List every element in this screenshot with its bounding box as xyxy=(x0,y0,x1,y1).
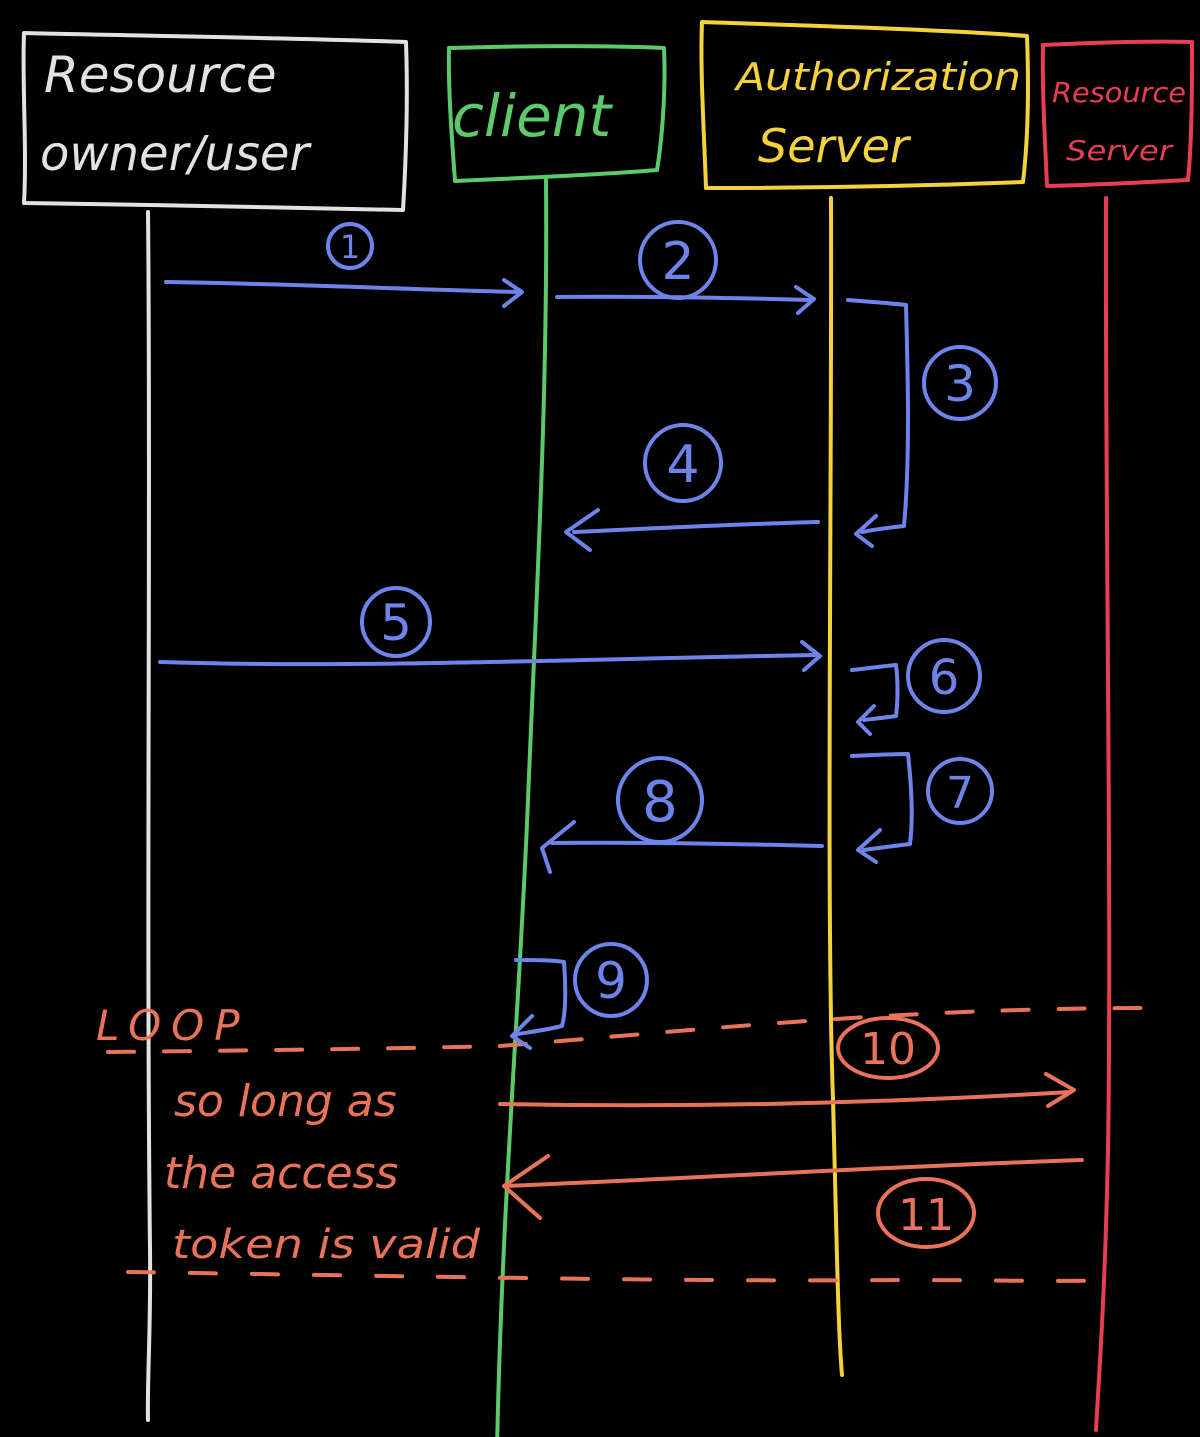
step-3-number: 3 xyxy=(944,355,976,413)
step-4-marker xyxy=(643,423,723,503)
step-7-arrowhead xyxy=(856,828,882,864)
step-5-arrow xyxy=(158,653,817,667)
step-9-number: 9 xyxy=(595,952,627,1010)
step-1-number: 1 xyxy=(340,228,360,266)
step-6-arrowhead xyxy=(856,704,876,736)
step-9-arrowhead xyxy=(510,1014,534,1050)
loop-fragment: LOOP so long as the access token is vali… xyxy=(96,1001,1154,1283)
step-4-number: 4 xyxy=(666,435,699,495)
step-8-number: 8 xyxy=(642,770,678,835)
participant-label-line-2: owner/user xyxy=(40,126,312,182)
step-3-arrowhead xyxy=(854,514,878,548)
step-9-marker xyxy=(573,942,649,1018)
lifeline-resource-owner xyxy=(145,210,153,1422)
step-10-number: 10 xyxy=(860,1024,916,1075)
step-3-marker xyxy=(922,345,998,421)
step-5-marker xyxy=(360,586,432,658)
loop-condition-line-3: token is valid xyxy=(172,1222,481,1268)
step-10-marker xyxy=(836,1016,940,1080)
step-1-owner-to-client: 1 xyxy=(164,222,524,308)
lifeline-resource-server xyxy=(1094,196,1112,1432)
step-11-arrowhead xyxy=(502,1154,550,1220)
step-6-marker xyxy=(906,638,982,714)
step-2-number: 2 xyxy=(661,232,694,292)
step-1-marker xyxy=(326,222,374,270)
participant-label-line-1: Resource xyxy=(1052,76,1186,109)
step-9-bracket xyxy=(514,958,568,1036)
loop-label: LOOP xyxy=(96,1001,250,1050)
loop-bottom-divider xyxy=(126,1270,1112,1283)
step-4-arrow xyxy=(572,520,820,534)
step-8-arrow xyxy=(550,840,824,848)
loop-condition-line-1: so long as xyxy=(174,1076,397,1127)
step-3-authz-self: 3 xyxy=(846,298,998,548)
step-4-arrowhead xyxy=(564,508,600,552)
step-10-client-to-resource: 10 xyxy=(498,1016,1076,1108)
step-10-arrowhead xyxy=(1044,1072,1076,1108)
participant-label-line-1: Resource xyxy=(44,46,277,104)
step-2-marker xyxy=(638,220,718,300)
step-3-bracket xyxy=(846,298,910,534)
step-8-marker xyxy=(616,756,704,844)
step-7-authz-self: 7 xyxy=(850,752,994,864)
participant-label-line-1: client xyxy=(452,82,614,150)
participant-client: client xyxy=(446,44,667,183)
step-9-client-self: 9 xyxy=(510,942,649,1050)
step-6-bracket xyxy=(850,663,900,722)
participant-resource-owner: Resource owner/user xyxy=(21,31,409,212)
lifeline-authorization-server xyxy=(827,196,844,1377)
lifeline-client xyxy=(495,178,549,1437)
participant-box xyxy=(21,31,409,212)
step-7-bracket xyxy=(850,752,914,852)
step-8-authz-to-client: 8 xyxy=(540,756,824,874)
step-11-marker xyxy=(876,1177,976,1249)
participant-label-line-1: Authorization xyxy=(733,55,1021,99)
participant-box xyxy=(699,20,1030,190)
loop-condition-line-2: the access xyxy=(164,1148,398,1199)
loop-top-divider xyxy=(106,1006,1154,1054)
participant-box xyxy=(446,44,667,183)
step-5-number: 5 xyxy=(380,594,412,652)
step-1-arrow xyxy=(164,280,522,294)
step-7-number: 7 xyxy=(946,768,974,819)
participant-authorization-server: Authorization Server xyxy=(699,20,1030,190)
step-4-authz-to-client: 4 xyxy=(564,423,820,552)
step-11-arrow xyxy=(504,1158,1084,1188)
step-2-arrow xyxy=(555,294,814,302)
step-7-marker xyxy=(926,757,994,825)
step-1-arrowhead xyxy=(502,278,524,308)
step-8-arrowhead xyxy=(540,820,576,874)
step-2-arrowhead xyxy=(794,285,816,315)
step-10-arrow xyxy=(498,1090,1072,1108)
step-11-resource-to-client: 11 xyxy=(502,1154,1084,1249)
step-5-arrowhead xyxy=(800,640,822,672)
participant-box xyxy=(1040,39,1194,188)
step-6-authz-self: 6 xyxy=(850,638,982,736)
participant-label-line-2: Server xyxy=(758,119,912,173)
step-6-number: 6 xyxy=(929,650,960,706)
step-11-number: 11 xyxy=(898,1190,954,1241)
participant-resource-server: Resource Server xyxy=(1040,39,1194,188)
step-2-client-to-authz: 2 xyxy=(555,220,816,315)
participant-label-line-2: Server xyxy=(1066,134,1174,167)
step-5-owner-to-authz: 5 xyxy=(158,586,822,672)
